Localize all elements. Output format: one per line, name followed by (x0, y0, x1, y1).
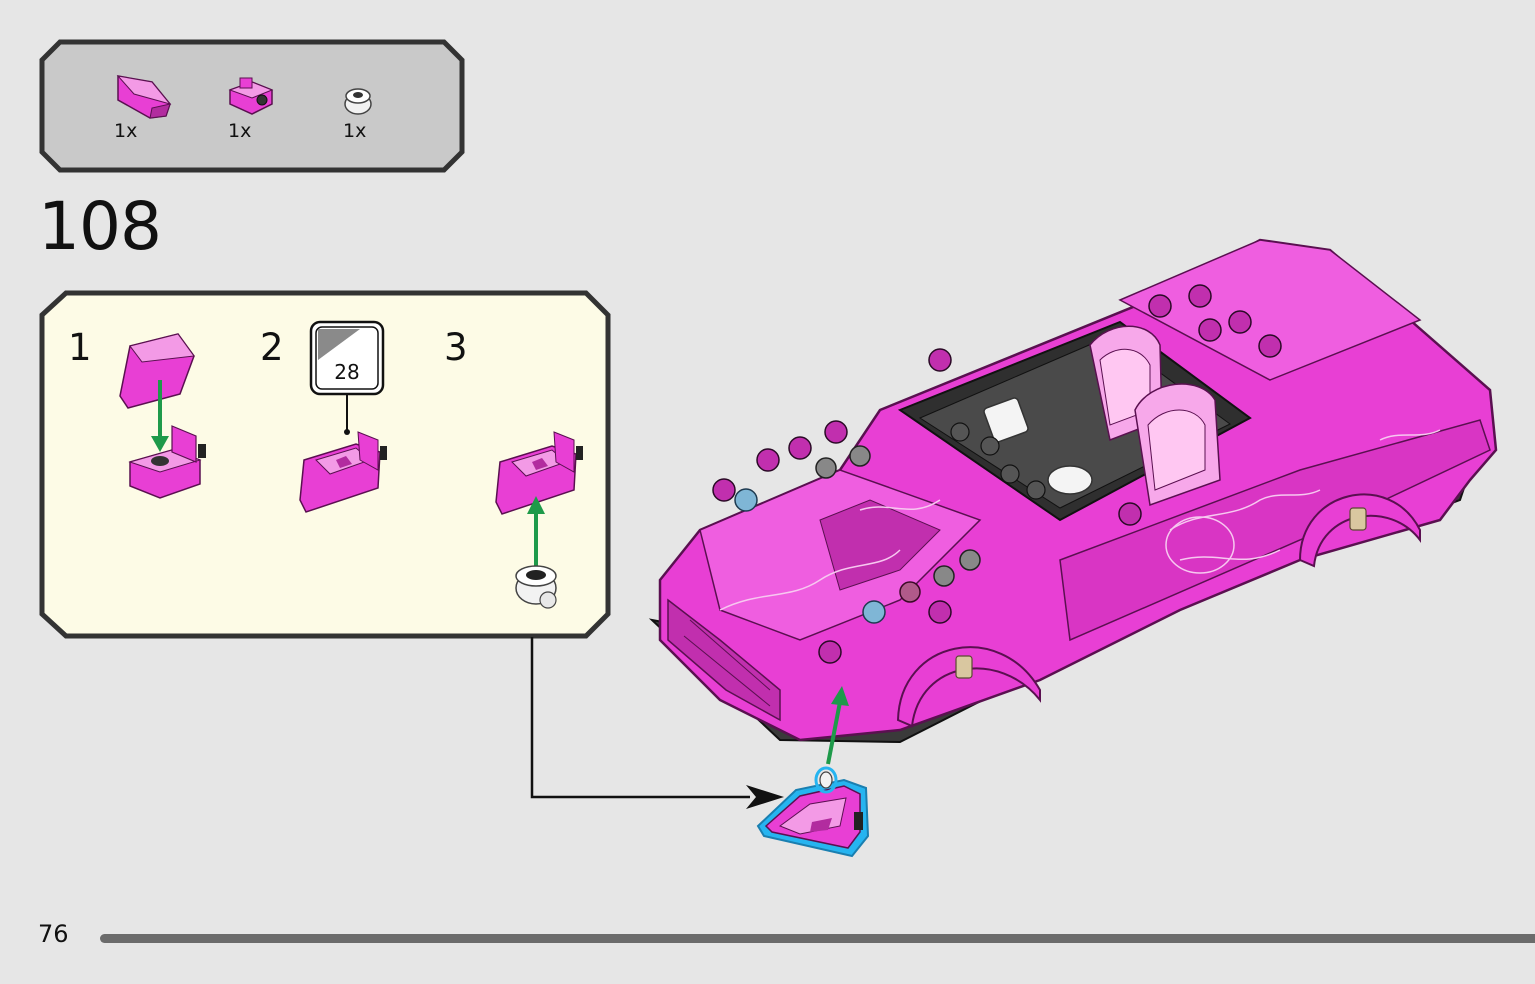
substep1-wedge-icon (119, 333, 195, 409)
callout-arrow-head (746, 785, 784, 809)
substep-label-1: 1 (68, 326, 92, 369)
callout-connector-line (530, 637, 750, 799)
car-wheel-rear-icon (1298, 493, 1421, 568)
part-quantity-1: 1x (114, 120, 138, 142)
step-number: 108 (38, 188, 162, 265)
car-decoration-icon (719, 429, 1441, 611)
car-seat-right-icon (1134, 383, 1221, 507)
part-quantity-2: 1x (228, 120, 252, 142)
sticker-callout-icon (309, 320, 385, 435)
part-bracket-plate-icon (228, 77, 274, 115)
substep1-bracket-icon (128, 425, 206, 499)
substep2-assembled-piece-icon (299, 431, 387, 513)
substep-label-2: 2 (260, 326, 284, 369)
substep3-green-arrow-icon (527, 496, 545, 568)
part-round-jewel-icon (344, 88, 372, 115)
part-quantity-3: 1x (343, 120, 367, 142)
substep-label-3: 3 (444, 326, 468, 369)
page-progress-bar (100, 934, 1535, 943)
substep3-jewel-piece-icon (515, 565, 557, 609)
substep3-assembled-piece-icon (495, 431, 583, 515)
car-steering-wheel-icon (983, 397, 1093, 495)
page-number: 76 (38, 920, 69, 948)
car-studs-icon (712, 284, 1282, 664)
car-green-arrow-icon (826, 686, 849, 765)
sticker-number: 28 (334, 360, 360, 384)
substep1-green-arrow-icon (151, 380, 169, 452)
part-slope-wedge-icon (116, 75, 172, 119)
highlighted-new-piece-icon (756, 766, 870, 858)
car-wheel-front-icon (896, 646, 1041, 728)
